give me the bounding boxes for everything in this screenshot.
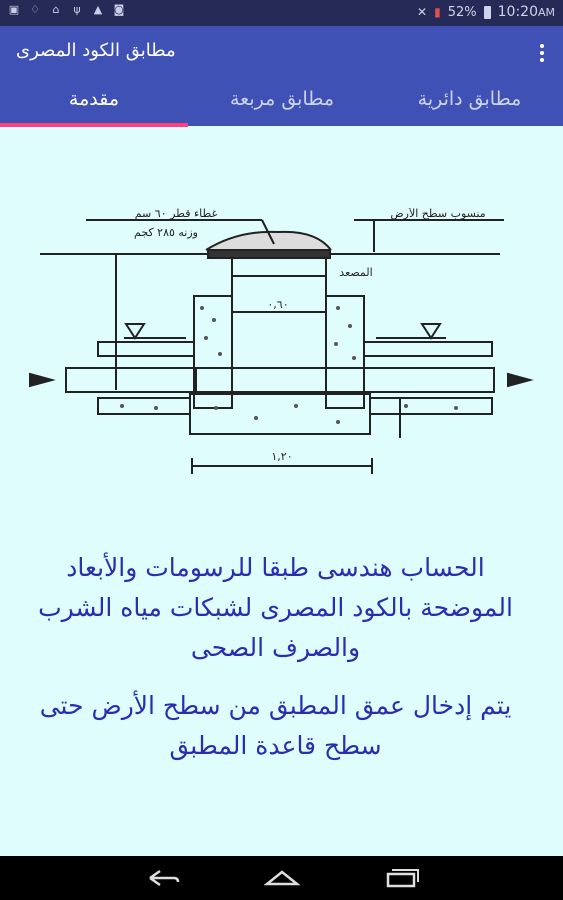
cover-label-1: غطاء قطر ٦٠ سم [135,208,218,220]
tab-square-manholes[interactable]: مطابق مربعة [188,88,376,126]
status-bar: ▣ ♢ ⌂ ψ ▲ ◙ ✕ ▮ 52% 10:20AM [0,0,563,26]
recents-icon[interactable] [384,866,420,890]
side-label: المصعد [339,266,372,279]
base-dimension: ١,٢٠ [271,450,292,463]
lightbulb-icon: ♢ [30,3,40,16]
content-area: غطاء قطر ٦٠ سم وزنه ٢٨٥ كجم منسوب سطح ال… [0,126,563,856]
notification-icons: ▣ ♢ ⌂ ψ ▲ ◙ [8,4,125,16]
home-icon[interactable] [264,868,300,888]
battery-percent: 52% [447,4,477,20]
tab-square-manholes-label: مطابق مربعة [229,88,335,110]
battery-charging-icon [483,5,491,19]
no-sim-icon: ▮ [434,5,441,19]
tab-circular-manholes-label: مطابق دائرية [417,88,522,110]
cover-label-2: وزنه ٢٨٥ كجم [134,226,198,239]
controller-icon: ◙ [113,3,125,16]
navigation-bar [0,856,563,900]
tab-introduction-label: مقدمة [68,88,120,110]
warning-icon: ▲ [93,3,103,16]
back-icon[interactable] [146,868,180,888]
app-notification-icon: ▣ [8,3,20,16]
tab-introduction[interactable]: مقدمة [0,88,188,126]
ground-level-label: منسوب سطح الأرض [390,208,485,220]
tab-indicator [0,123,188,127]
usb-icon: ψ [73,3,81,16]
clock: 10:20AM [497,4,555,20]
overflow-menu-icon[interactable] [539,44,545,62]
inner-dimension: ٠,٦٠ [267,298,288,311]
manhole-diagram: غطاء قطر ٦٠ سم وزنه ٢٨٥ كجم منسوب سطح ال… [29,208,534,474]
home-icon: ⌂ [52,3,60,16]
mute-icon: ✕ [417,5,428,19]
system-status: ✕ ▮ 52% 10:20AM [417,4,555,20]
tab-circular-manholes[interactable]: مطابق دائرية [376,88,563,126]
intro-paragraph-1: الحساب هندسى طبقا للرسومات والأبعاد المو… [38,553,513,662]
app-title: مطابق الكود المصرى [16,40,176,61]
app-bar: مطابق الكود المصرى مقدمة مطابق مربعة مطا… [0,26,563,127]
intro-paragraph-2: يتم إدخال عمق المطبق من سطح الأرض حتى سط… [39,691,512,760]
